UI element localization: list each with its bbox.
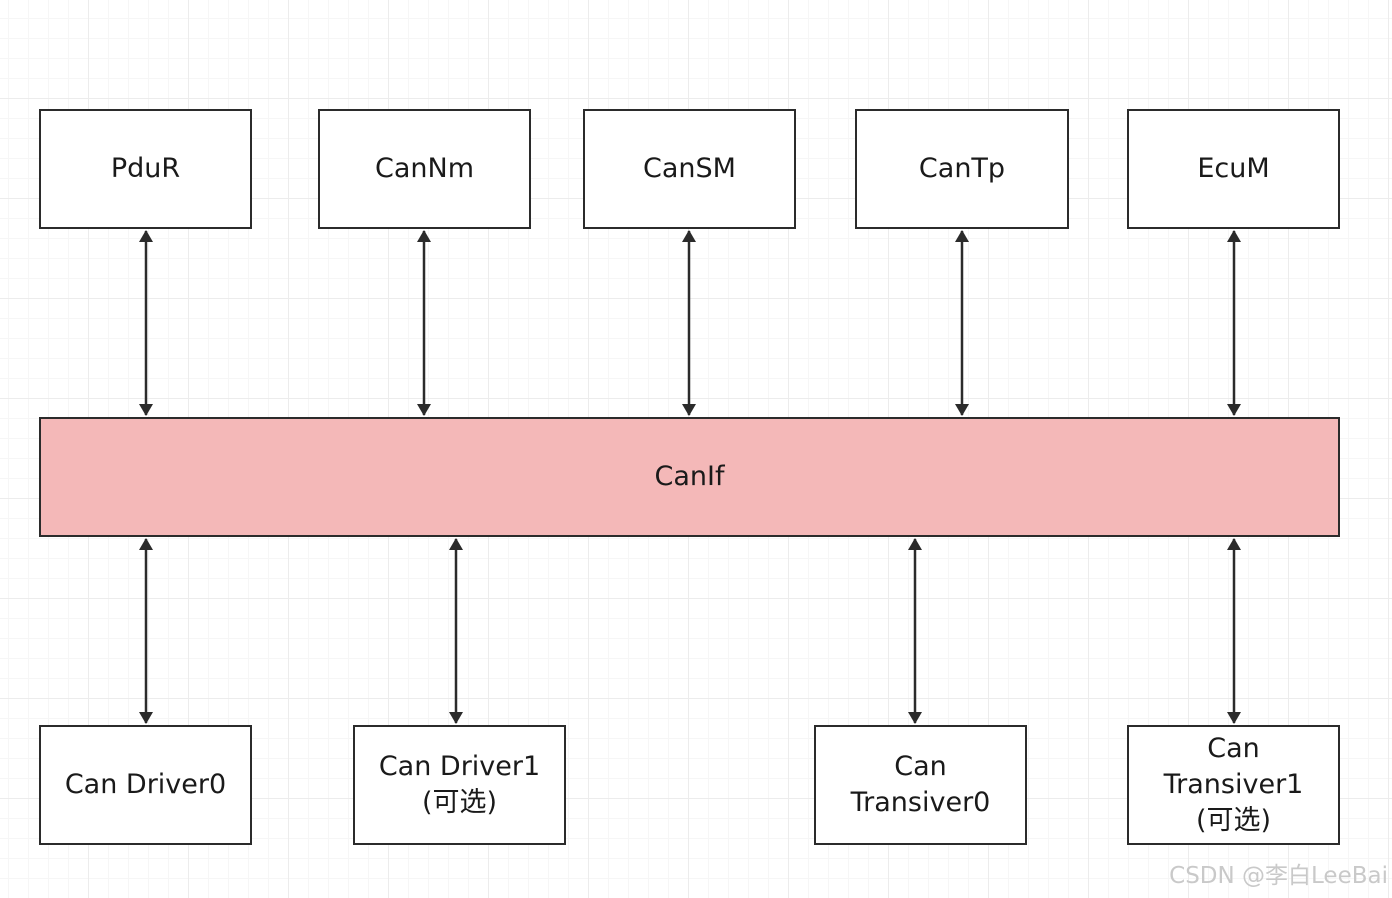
module-can-transiver0[interactable]: Can Transiver0 — [814, 725, 1027, 845]
module-can-transiver1[interactable]: Can Transiver1 (可选) — [1127, 725, 1340, 845]
module-ecum[interactable]: EcuM — [1127, 109, 1340, 229]
module-can-driver0[interactable]: Can Driver0 — [39, 725, 252, 845]
module-pdur[interactable]: PduR — [39, 109, 252, 229]
module-canif[interactable]: CanIf — [39, 417, 1340, 537]
module-can-driver1[interactable]: Can Driver1 (可选) — [353, 725, 566, 845]
watermark: CSDN @李白LeeBai — [1169, 863, 1388, 889]
module-cantp[interactable]: CanTp — [855, 109, 1069, 229]
module-cannm[interactable]: CanNm — [318, 109, 531, 229]
module-cansm[interactable]: CanSM — [583, 109, 796, 229]
